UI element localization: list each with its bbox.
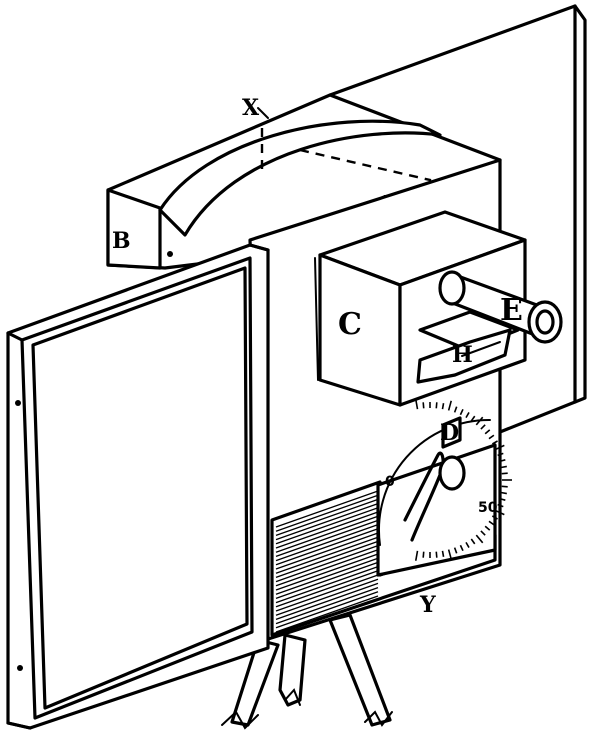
stand-legs <box>221 613 393 730</box>
label-d: D <box>440 420 459 446</box>
dial-scale-zero: 0 <box>385 474 395 490</box>
curved-strap <box>158 119 442 237</box>
label-b: B <box>112 228 131 254</box>
tube-e <box>438 270 563 344</box>
label-x: X <box>242 95 260 121</box>
label-e: E <box>500 293 523 328</box>
label-x-pointer <box>257 107 269 119</box>
dial-plate <box>376 399 512 577</box>
door-panel <box>6 243 270 730</box>
bottom-opening <box>270 480 497 637</box>
dial-scale-fifty: 50 <box>478 500 498 516</box>
label-c: C <box>338 307 362 342</box>
label-y: Y <box>419 592 436 618</box>
label-h: H <box>452 342 473 368</box>
